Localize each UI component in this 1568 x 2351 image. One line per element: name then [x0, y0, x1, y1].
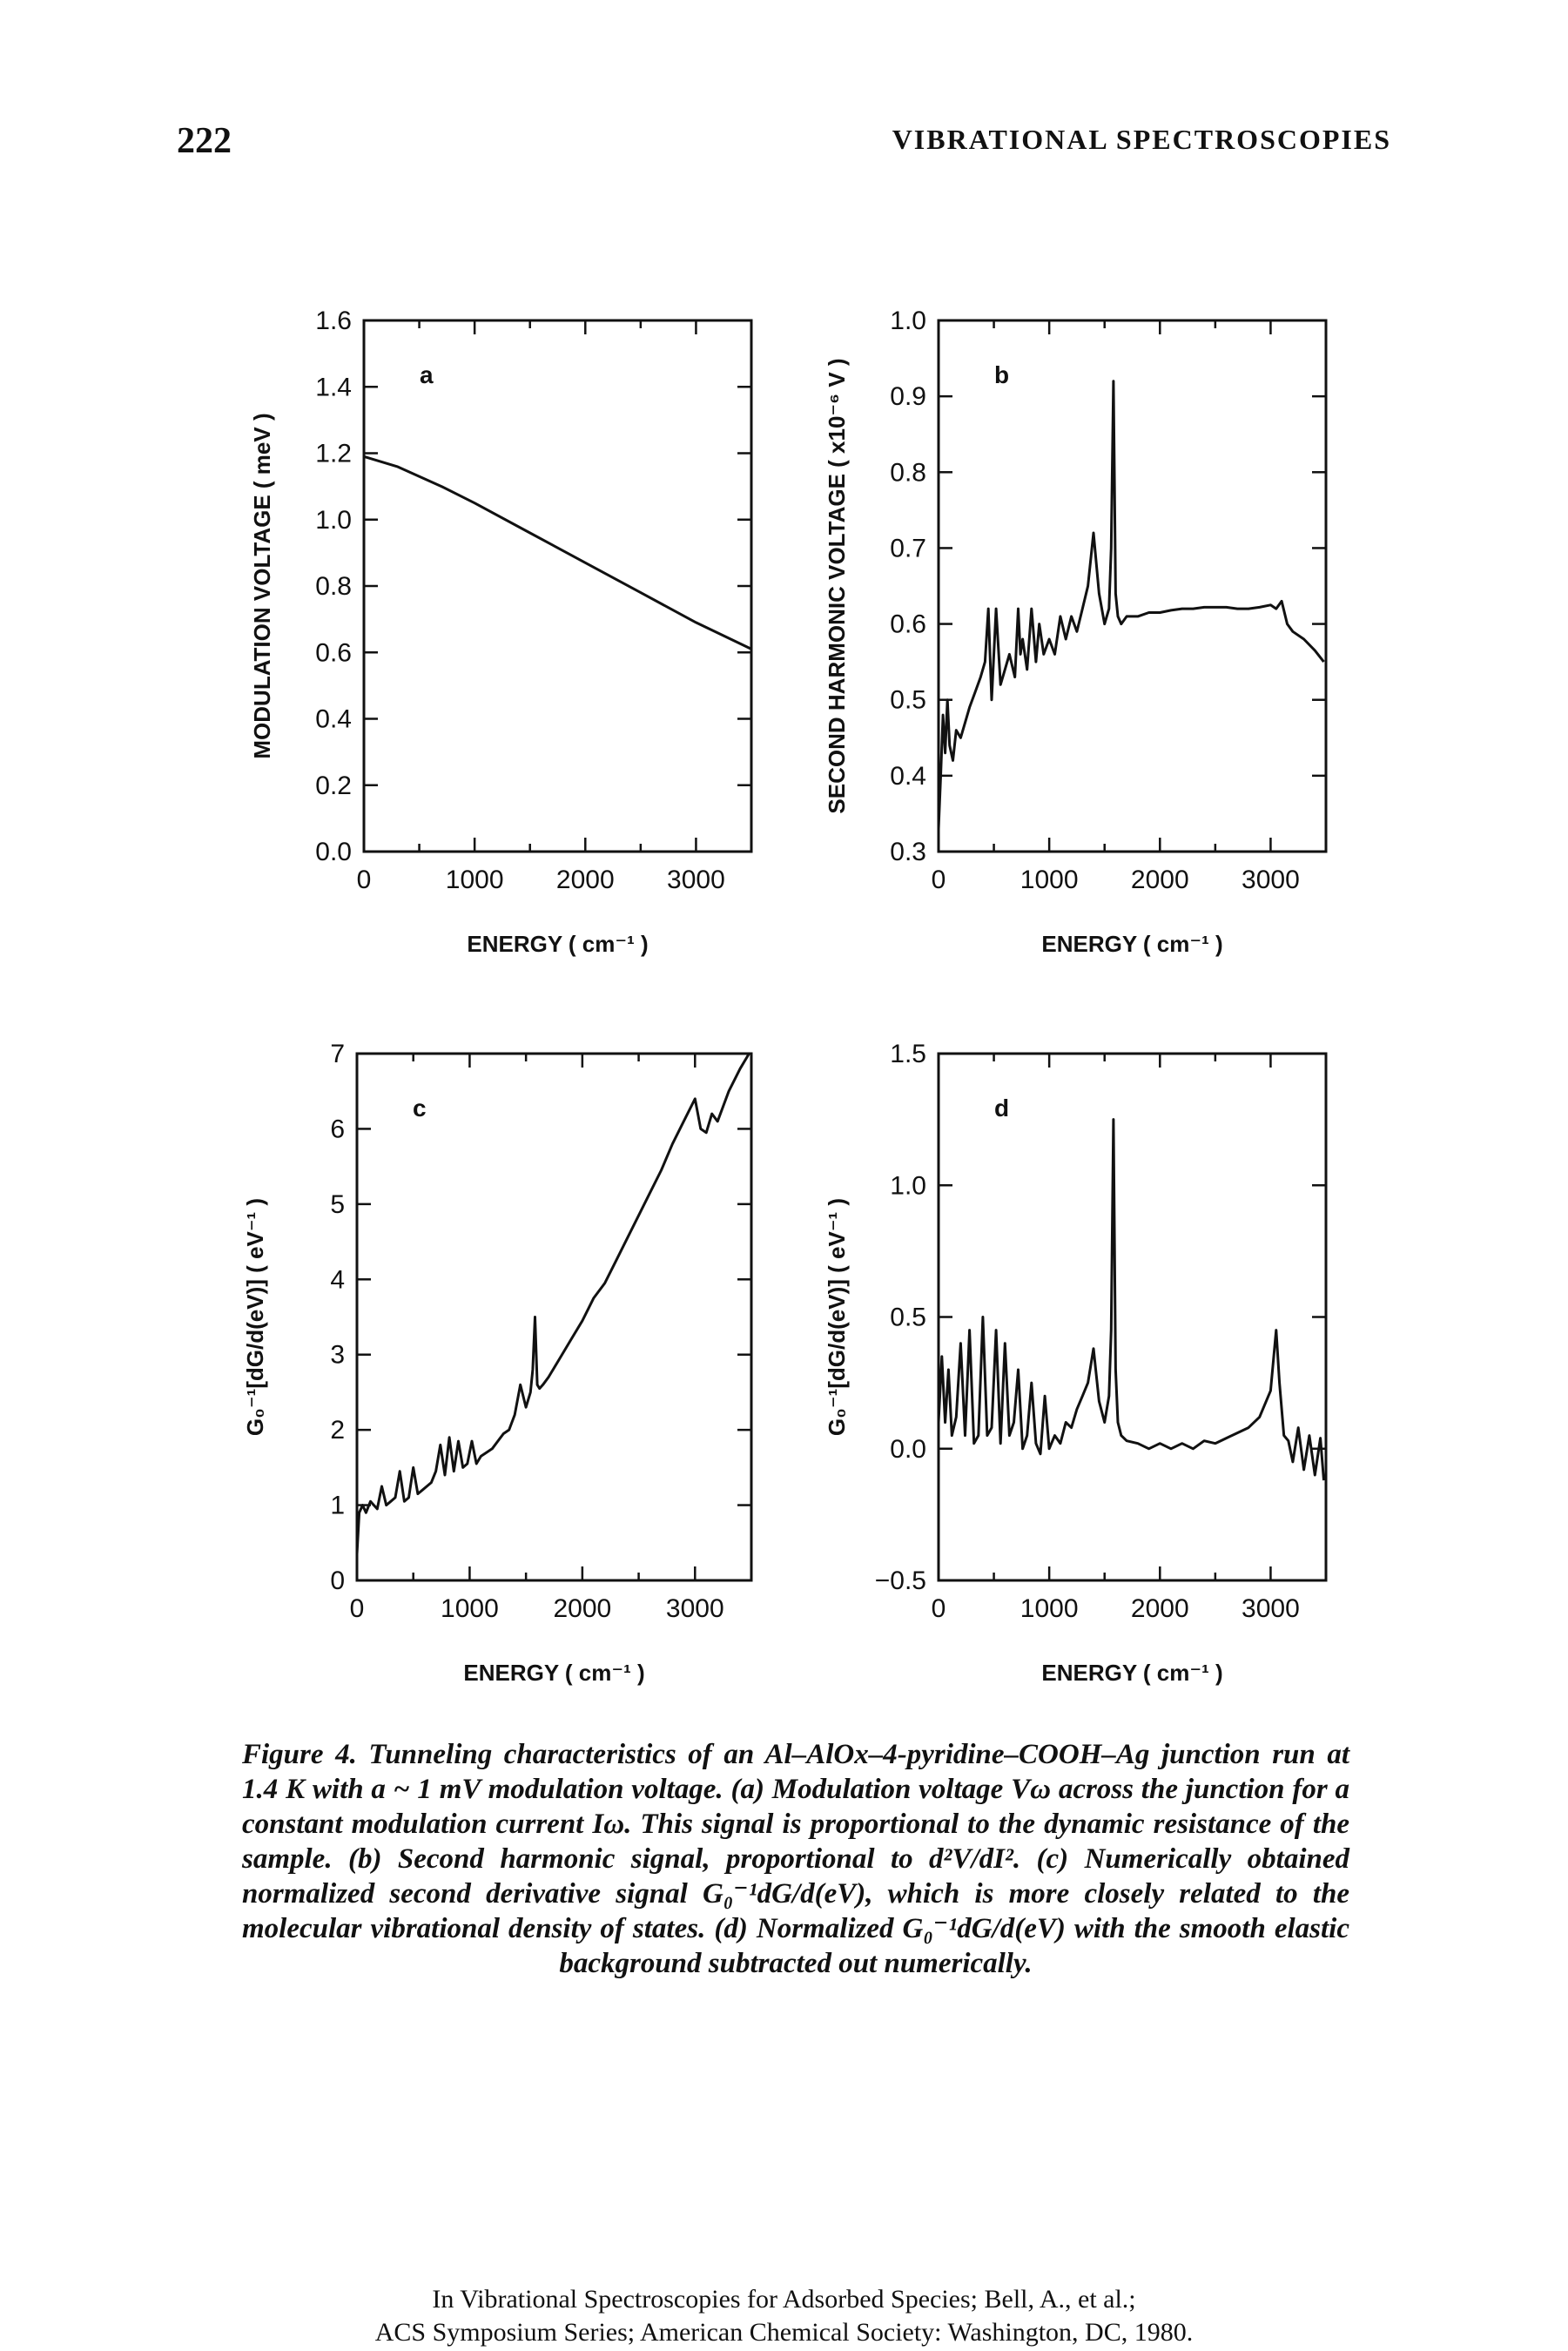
x-axis-title: ENERGY ( cm⁻¹ ) [467, 931, 648, 957]
y-tick-label: 0.6 [315, 638, 352, 667]
chart-a-svg: 0 1000 2000 3000 0.0 0.2 0.4 0.6 0.8 1.0 1.2 1.4 1.6… [249, 307, 753, 957]
figure-caption: Figure 4. Tunneling characteristics of a… [242, 1739, 1349, 1979]
y-axis-title: G₀⁻¹[dG/d(eV)] ( eV⁻¹ ) [242, 1198, 268, 1436]
panel-label: a [420, 361, 434, 388]
y-tick-label: 1.2 [315, 440, 352, 468]
panel-label: d [994, 1095, 1009, 1122]
series-line-d [937, 1118, 1325, 1481]
y-tick-label: 1.0 [890, 1171, 926, 1200]
chart-b-svg: 0 1000 2000 3000 0.3 0.4 0.5 0.6 0.7 0.8 0.9 1.0 bEN… [824, 307, 1328, 957]
y-tick-label: 3 [330, 1341, 345, 1370]
citation-footer: In Vibrational Spectroscopies for Adsorb… [0, 2283, 1568, 2349]
x-tick-label: 1000 [441, 1594, 499, 1623]
x-tick-label: 1000 [1020, 866, 1079, 894]
y-tick-label: 0.5 [890, 1303, 926, 1332]
x-tick-label: 0 [350, 1594, 365, 1623]
y-axis-title: G₀⁻¹[dG/d(eV)] ( eV⁻¹ ) [824, 1198, 850, 1436]
y-tick-label: 7 [330, 1040, 345, 1068]
x-tick-label: 0 [932, 866, 946, 894]
plot-frame [937, 1052, 1328, 1582]
y-tick-label: 1.6 [315, 307, 352, 335]
y-axis-title: MODULATION VOLTAGE ( meV ) [249, 413, 275, 758]
y-tick-label: 0.8 [890, 458, 926, 487]
panel-a: 0 1000 2000 3000 0.0 0.2 0.4 0.6 0.8 1.0 1.2 1.4 1.6… [225, 303, 786, 987]
y-tick-label: 1.5 [890, 1040, 926, 1068]
y-tick-label: −0.5 [875, 1566, 926, 1595]
plot-frame [362, 319, 753, 853]
x-tick-label: 3000 [1242, 866, 1300, 894]
x-tick-label: 2000 [553, 1594, 611, 1623]
x-axis-title: ENERGY ( cm⁻¹ ) [1041, 1660, 1222, 1686]
x-tick-label: 0 [932, 1594, 946, 1623]
x-tick-label: 3000 [666, 1594, 724, 1623]
y-tick-label: 5 [330, 1190, 345, 1219]
y-tick-label: 4 [330, 1265, 345, 1294]
x-tick-label: 1000 [1020, 1594, 1079, 1623]
x-tick-label: 3000 [667, 866, 725, 894]
citation-line-1: In Vibrational Spectroscopies for Adsorb… [432, 2285, 1136, 2314]
y-tick-label: 0.5 [890, 686, 926, 715]
series-line-a [363, 455, 752, 650]
panel-label: c [413, 1095, 427, 1122]
plot-frame [937, 319, 1328, 853]
series-line-c [355, 1053, 750, 1554]
plot-frame [355, 1052, 753, 1582]
panel-label: b [994, 361, 1009, 388]
series-line-b [937, 380, 1325, 829]
y-tick-label: 0.6 [890, 610, 926, 639]
y-tick-label: 1.0 [890, 307, 926, 335]
x-tick-label: 2000 [556, 866, 615, 894]
y-tick-label: 0.2 [315, 771, 352, 800]
y-tick-label: 0.7 [890, 534, 926, 562]
y-tick-label: 1 [330, 1492, 345, 1520]
x-tick-label: 1000 [446, 866, 504, 894]
y-tick-label: 2 [330, 1416, 345, 1445]
y-tick-label: 0 [330, 1566, 345, 1595]
x-axis-title: ENERGY ( cm⁻¹ ) [1041, 931, 1222, 957]
y-tick-label: 1.4 [315, 373, 352, 401]
page-number: 222 [177, 121, 232, 161]
y-tick-label: 0.0 [315, 838, 352, 866]
x-tick-label: 3000 [1242, 1594, 1300, 1623]
x-tick-label: 2000 [1131, 866, 1189, 894]
x-tick-label: 2000 [1131, 1594, 1189, 1623]
running-title: VIBRATIONAL SPECTROSCOPIES [892, 124, 1391, 155]
y-tick-label: 1.0 [315, 506, 352, 535]
x-tick-label: 0 [357, 866, 372, 894]
y-tick-label: 0.9 [890, 382, 926, 411]
citation-line-2: ACS Symposium Series; American Chemical … [374, 2318, 1194, 2347]
y-tick-label: 0.8 [315, 572, 352, 601]
y-tick-label: 6 [330, 1115, 345, 1143]
y-tick-label: 0.4 [890, 762, 926, 791]
y-tick-label: 0.4 [315, 705, 352, 734]
x-axis-title: ENERGY ( cm⁻¹ ) [463, 1660, 644, 1686]
y-axis-title: SECOND HARMONIC VOLTAGE ( x10⁻⁶ V ) [824, 358, 850, 813]
y-tick-label: 0.0 [890, 1435, 926, 1464]
y-tick-label: 0.3 [890, 838, 926, 866]
